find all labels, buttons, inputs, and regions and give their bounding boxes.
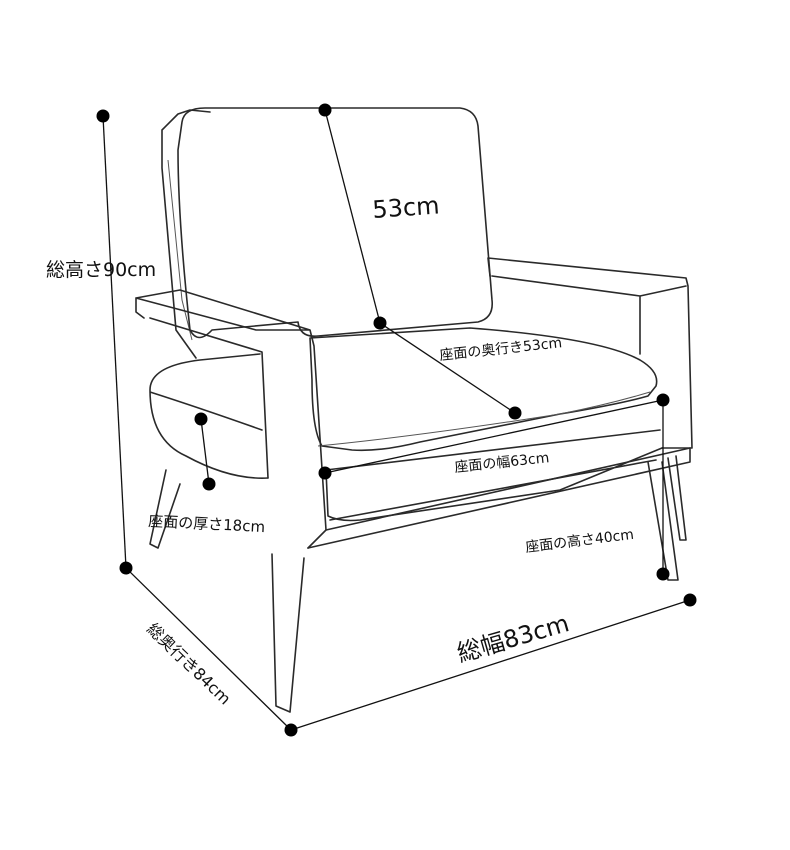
seat-depth-line xyxy=(379,322,516,414)
seat-height-label: 座面の高さ40cm xyxy=(524,526,634,556)
seat-side xyxy=(149,353,269,479)
armchair-drawing xyxy=(135,107,693,713)
seat-depth-label: 座面の奥行き53cm xyxy=(439,334,563,364)
dimension-dot xyxy=(318,466,332,480)
dimension-dot xyxy=(656,393,670,407)
dimension-labels: 総高さ90cm 53cm 座面の奥行き53cm 座面の幅63cm 座面の厚さ18… xyxy=(46,191,635,708)
back-frame-inner xyxy=(167,159,193,341)
front-right-leg xyxy=(647,461,679,581)
seat-width-label: 座面の幅63cm xyxy=(454,450,550,476)
back-right-leg xyxy=(667,455,687,541)
dimension-dot xyxy=(202,477,216,491)
seat-thickness-line xyxy=(200,418,210,485)
left-arm-bottom xyxy=(307,447,691,549)
dimension-dot xyxy=(373,316,387,330)
seat-width-line xyxy=(324,399,664,474)
dimension-lines xyxy=(102,109,691,731)
seat-front-rail xyxy=(325,429,663,522)
seat-thickness-label: 座面の厚さ18cm xyxy=(148,512,266,536)
dimension-dot xyxy=(656,567,670,581)
dimension-dot xyxy=(284,723,298,737)
dimension-dot xyxy=(194,412,208,426)
total-width-line xyxy=(290,599,691,731)
left-arm xyxy=(135,289,327,549)
dimension-dots xyxy=(96,103,697,737)
dimension-dot xyxy=(318,103,332,117)
back-left-leg xyxy=(149,469,181,549)
total-height-line xyxy=(102,115,127,569)
total-depth-label: 総奥行き84cm xyxy=(143,619,234,708)
total-depth-line xyxy=(125,567,292,731)
dimension-dot xyxy=(508,406,522,420)
back-height-label: 53cm xyxy=(371,191,440,224)
back-height-line xyxy=(324,109,381,324)
total-width-label: 総幅83cm xyxy=(454,609,572,668)
dimension-dot xyxy=(119,561,133,575)
back-frame xyxy=(161,109,211,359)
seat-cushion-seam xyxy=(317,391,651,447)
right-arm xyxy=(487,257,693,449)
dimension-dot xyxy=(96,109,110,123)
total-height-label: 総高さ90cm xyxy=(46,259,156,281)
front-left-leg xyxy=(271,553,305,713)
dimension-dot xyxy=(683,593,697,607)
